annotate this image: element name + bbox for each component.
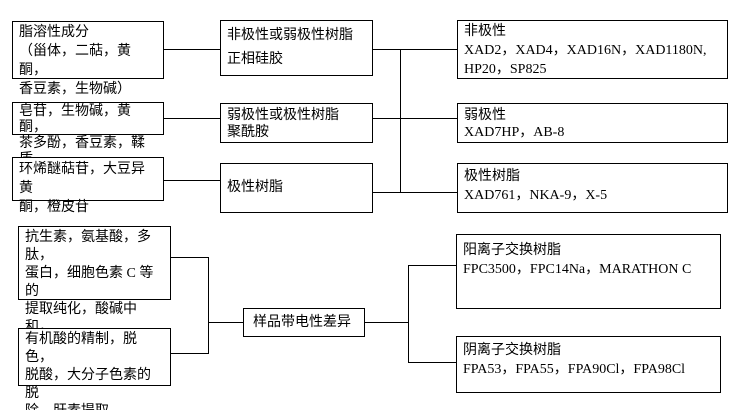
node-weak-polar-resin-list: 弱极性 XAD7HP，AB-8 xyxy=(457,103,728,143)
connector-l1-m1 xyxy=(164,49,220,50)
connector-m1-r1 xyxy=(373,49,457,50)
node-cation-exchange-resin-list: 阳离子交换树脂 FPC3500，FPC14Na，MARATHON C xyxy=(456,234,721,309)
node-antibiotics-amino-acids-purification: 抗生素，氨基酸，多肽， 蛋白，细胞色素 C 等的 提取纯化，酸碱中和， 金属回收 xyxy=(18,226,171,353)
node-weak-polar-or-polar-resin: 弱极性或极性树脂 聚酰胺 xyxy=(220,103,373,143)
node-lipid-soluble-components: 脂溶性成分 （甾体，二萜，黄酮， 香豆素，生物碱） xyxy=(12,21,164,97)
node-saponins-alkaloids-flavones: 皂苷，生物碱，黄酮， 茶多酚，香豆素，鞣质 xyxy=(12,102,164,167)
node-sample-charge-difference: 样品带电性差异 xyxy=(243,308,365,337)
node-nonpolar-or-weak-polar-resin: 非极性或弱极性树脂 正相硅胶 xyxy=(220,20,373,76)
node-anion-exchange-resin-list: 阴离子交换树脂 FPA53，FPA55，FPA90Cl，FPA98Cl xyxy=(456,336,721,393)
connector-bracket-r5 xyxy=(408,362,456,363)
connector-bracket-r4 xyxy=(408,265,456,266)
connector-vertical-bus-top xyxy=(400,49,401,193)
node-polar-resin: 极性树脂 xyxy=(220,163,373,213)
node-nonpolar-resin-list: 非极性 XAD2，XAD4，XAD16N，XAD1180N, HP20，SP82… xyxy=(457,20,728,79)
node-organic-acid-refining: 有机酸的精制，脱色， 脱酸，大分子色素的脱 除，肝素提取 xyxy=(18,328,171,410)
connector-m3-r3 xyxy=(373,192,457,193)
connector-right-bracket xyxy=(408,265,409,363)
connector-l4-bracket xyxy=(171,257,208,258)
connector-l5-bracket xyxy=(171,353,208,354)
connector-l3-m3 xyxy=(164,180,220,181)
connector-bracket-m4 xyxy=(208,322,243,323)
connector-m4-bracket xyxy=(365,322,408,323)
connector-left-bracket xyxy=(208,257,209,354)
node-polar-resin-list: 极性树脂 XAD761，NKA-9，X-5 xyxy=(457,163,728,213)
connector-m2-r2 xyxy=(373,118,457,119)
node-iridoid-glycosides: 环烯醚萜苷，大豆异黄 酮，橙皮苷 xyxy=(12,157,164,215)
connector-l2-m2 xyxy=(164,118,220,119)
